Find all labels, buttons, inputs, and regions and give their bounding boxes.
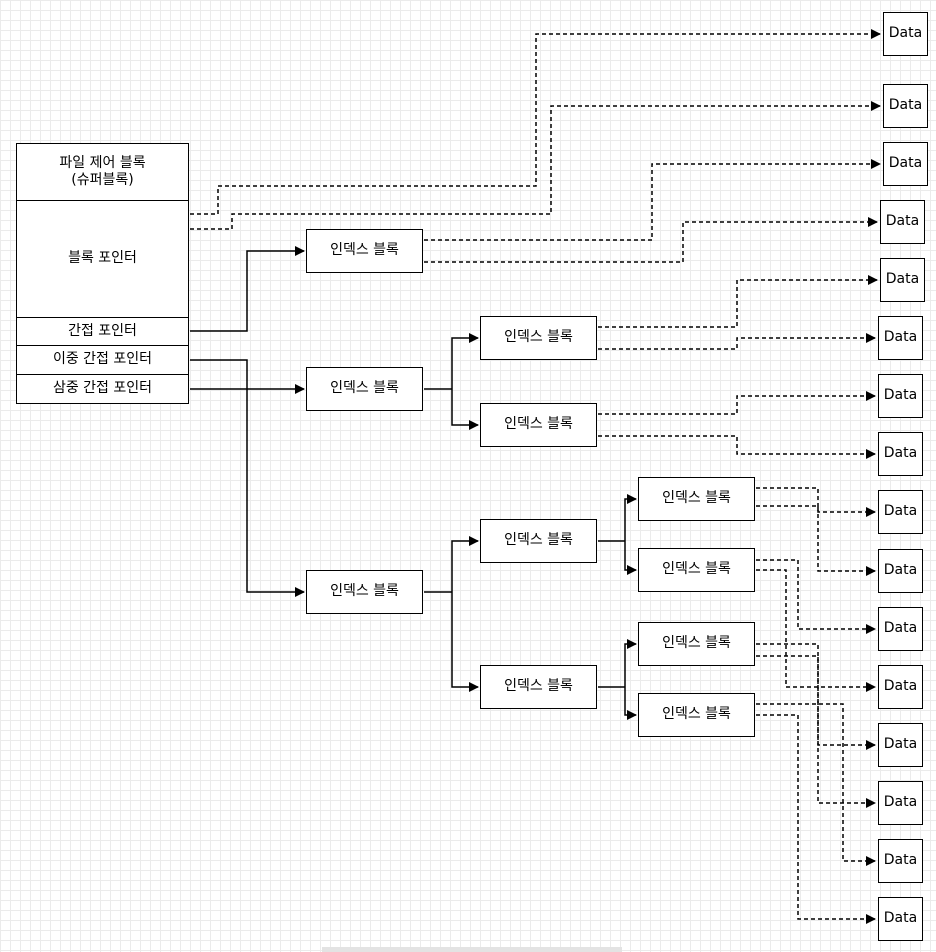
data-block: Data — [878, 607, 923, 651]
data-block: Data — [880, 258, 925, 302]
data-block: Data — [878, 316, 923, 360]
branch-connector — [451, 536, 479, 592]
data-block: Data — [878, 897, 923, 941]
branch-connector — [624, 687, 637, 720]
index-block-double-level2-a: 인덱스 블록 — [480, 316, 597, 360]
triple-indirect-pointer-field: 삼중 간접 포인터 — [16, 374, 189, 404]
index-to-data-connector — [598, 275, 878, 328]
data-block: Data — [878, 549, 923, 593]
direct-pointer-connector — [190, 101, 881, 230]
index-block-triple-level1: 인덱스 블록 — [306, 570, 423, 614]
data-block: Data — [878, 490, 923, 534]
direct-pointer-connector — [190, 29, 881, 215]
index-to-data-connector — [598, 333, 876, 350]
index-to-data-connector — [756, 714, 876, 924]
index-block-triple-level2-b: 인덱스 블록 — [480, 665, 597, 709]
index-to-data-connector — [756, 505, 876, 576]
index-to-data-connector — [756, 703, 876, 866]
index-to-data-connector — [598, 435, 876, 459]
indirect-pointer-field: 간접 포인터 — [16, 317, 189, 346]
horizontal-scrollbar[interactable] — [322, 947, 622, 952]
index-to-data-connector — [756, 559, 876, 634]
branch-connector — [624, 494, 637, 541]
branch-connector — [451, 389, 479, 430]
data-block: Data — [878, 374, 923, 418]
branch-connector — [624, 541, 637, 575]
index-block-single: 인덱스 블록 — [306, 229, 423, 273]
index-block-triple-level2-a: 인덱스 블록 — [480, 519, 597, 563]
index-to-data-connector — [424, 217, 878, 263]
data-block: Data — [878, 432, 923, 476]
index-to-data-connector — [756, 655, 876, 808]
index-to-data-connector — [424, 159, 881, 241]
triple-indirect-connector — [190, 359, 305, 597]
data-block: Data — [878, 781, 923, 825]
index-to-data-connector — [756, 643, 876, 750]
block-pointer-field: 블록 포인터 — [16, 200, 189, 318]
branch-connector — [624, 639, 637, 687]
index-to-data-connector — [756, 487, 876, 517]
branch-connector — [451, 333, 479, 389]
indirect-pointer-connector — [190, 246, 305, 332]
index-block-triple-level3-b1: 인덱스 블록 — [638, 622, 755, 666]
data-block: Data — [883, 84, 928, 128]
index-to-data-connector — [598, 391, 876, 415]
data-block: Data — [883, 12, 928, 56]
index-block-triple-level3-b2: 인덱스 블록 — [638, 693, 755, 737]
data-block: Data — [878, 665, 923, 709]
double-indirect-pointer-field: 이중 간접 포인터 — [16, 345, 189, 375]
index-block-triple-level3-a1: 인덱스 블록 — [638, 477, 755, 521]
file-control-block-superblock: 파일 제어 블록 (슈퍼블록) — [16, 143, 189, 201]
index-to-data-connector — [756, 569, 876, 692]
data-block: Data — [880, 200, 925, 244]
data-block: Data — [878, 839, 923, 883]
index-block-double-level1: 인덱스 블록 — [306, 367, 423, 411]
branch-connector — [451, 592, 479, 692]
data-block: Data — [878, 723, 923, 767]
index-block-double-level2-b: 인덱스 블록 — [480, 403, 597, 447]
index-block-triple-level3-a2: 인덱스 블록 — [638, 548, 755, 592]
data-block: Data — [883, 142, 928, 186]
